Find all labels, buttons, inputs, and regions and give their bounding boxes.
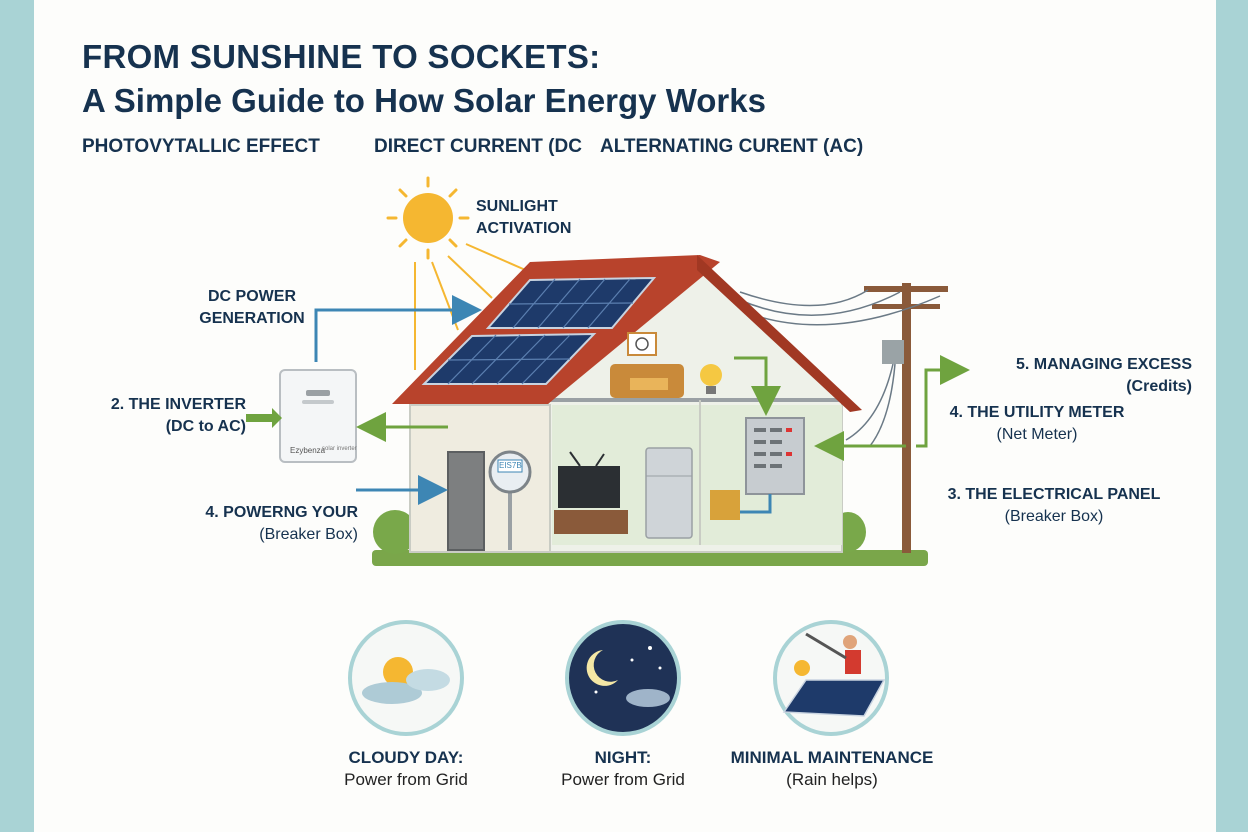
label-electrical-panel: 3. THE ELECTRICAL PANEL (Breaker Box) [947, 486, 1161, 525]
maintenance-title: MINIMAL MAINTENANCE [730, 748, 934, 767]
night-subtitle: Power from Grid [561, 770, 685, 789]
maintenance-circle [773, 620, 889, 736]
bush-left [373, 510, 417, 554]
night-title: NIGHT: [594, 748, 652, 767]
inverter-small-text: solar inverter [322, 446, 357, 452]
subtitle-direct-current: DIRECT CURRENT (DC [374, 136, 582, 157]
utility-pole [739, 283, 948, 553]
subtitle-alternating-current: ALTERNATING CURENT (AC) [600, 136, 864, 157]
night-circle [565, 620, 681, 736]
maintenance-subtitle: (Rain helps) [786, 770, 878, 789]
cloudy-day-title: CLOUDY DAY: [348, 748, 464, 767]
left-accent-bar [0, 0, 34, 832]
label-powering: 4. POWERNG YOUR (Breaker Box) [205, 504, 358, 543]
utility-meter [488, 450, 532, 550]
label-utility-meter: 4. THE UTILITY METER (Net Meter) [949, 404, 1125, 443]
page-title-line2: A Simple Guide to How Solar Energy Works [82, 82, 766, 119]
meter-digits: EIS7B [499, 461, 522, 470]
flow-arrows [246, 295, 970, 505]
label-sunlight-activation: SUNLIGHT ACTIVATION [476, 198, 572, 237]
inverter-brand-text: Ezybenza [290, 446, 326, 455]
ground-strip [372, 550, 928, 566]
sun-icon [386, 176, 531, 370]
page-title-line1: FROM SUNSHINE TO SOCKETS: [82, 38, 601, 75]
inverter-device [279, 369, 357, 463]
right-accent-bar [1216, 0, 1248, 832]
label-inverter: 2. THE INVERTER (DC to AC) [110, 396, 246, 435]
cloudy-day-subtitle: Power from Grid [344, 770, 468, 789]
label-managing-excess: 5. MANAGING EXCESS (Credits) [1015, 356, 1192, 395]
subtitle-photovoltaic: PHOTOVYTALLIC EFFECT [82, 136, 320, 157]
cloudy-day-circle [348, 620, 464, 736]
solar-panels [421, 276, 657, 385]
label-dc-power: DC POWER GENERATION [199, 288, 305, 327]
